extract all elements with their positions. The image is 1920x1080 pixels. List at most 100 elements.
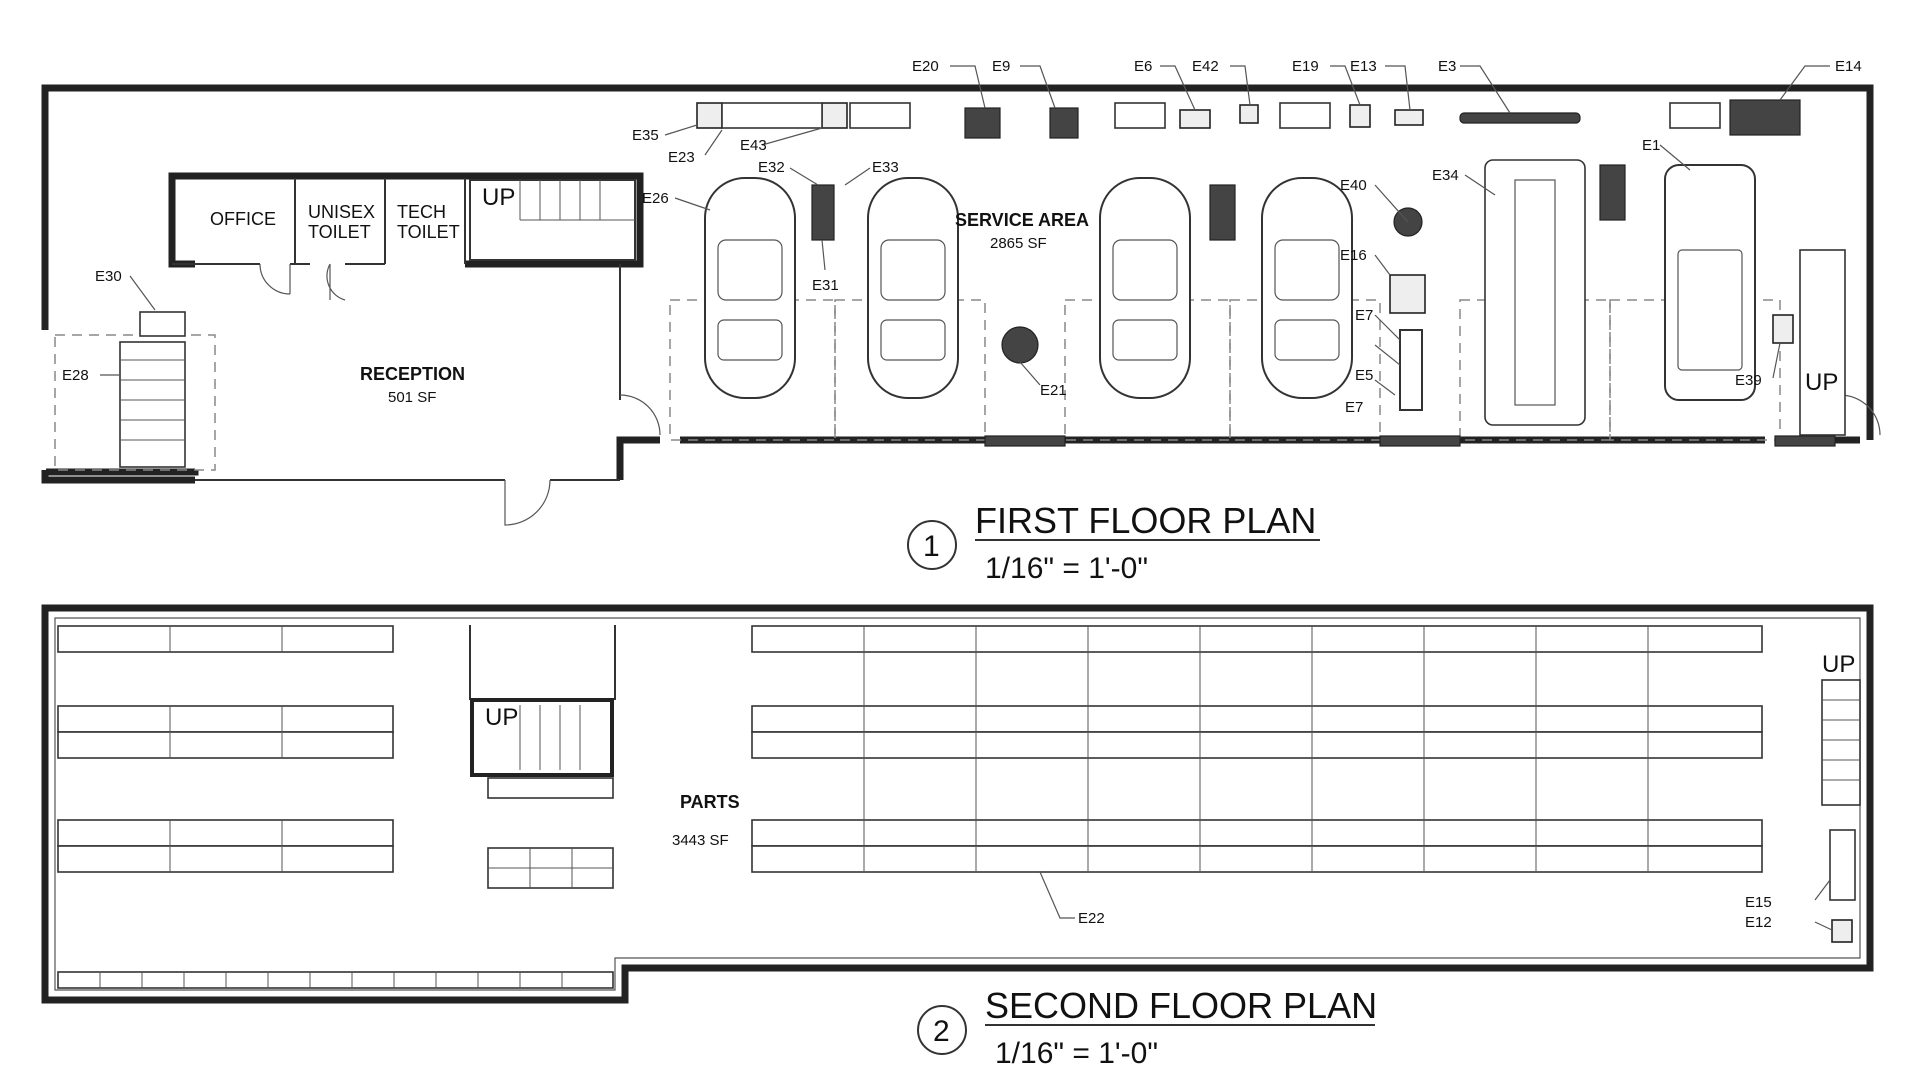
label-e12: E12 bbox=[1745, 914, 1772, 931]
unisex-toilet-label-1: UNISEX bbox=[308, 202, 375, 222]
vehicle-4 bbox=[1261, 177, 1353, 399]
equipment-e31 bbox=[811, 184, 835, 241]
equipment-callouts-floor1: E20 E9 E6 E42 E19 E13 E3 E14 E35 E23 E43… bbox=[62, 58, 1862, 416]
stairs-up-label: UP bbox=[482, 184, 515, 211]
equipment-e21 bbox=[1001, 326, 1039, 364]
office-door-swing bbox=[259, 263, 291, 295]
equipment-e39 bbox=[1772, 314, 1794, 344]
label-e34: E34 bbox=[1432, 167, 1459, 184]
equipment-e14 bbox=[1729, 99, 1801, 136]
reception-door-swing bbox=[504, 394, 661, 526]
label-e20: E20 bbox=[912, 58, 939, 75]
label-e7-a: E7 bbox=[1355, 307, 1373, 324]
second-floor-stairs-up-label: UP bbox=[485, 704, 518, 731]
equipment-e9 bbox=[1049, 107, 1079, 139]
equipment-callouts-floor2: E22 E15 E12 bbox=[1039, 871, 1833, 931]
first-floor-title-block: 1 FIRST FLOOR PLAN 1/16" = 1'-0" bbox=[907, 500, 1320, 585]
second-floor-scale: 1/16" = 1'-0" bbox=[995, 1037, 1158, 1070]
label-e1: E1 bbox=[1642, 137, 1660, 154]
equipment-e35 bbox=[696, 102, 723, 129]
first-floor-plan: OFFICE UNISEX TOILET TECH TOILET RECEPTI… bbox=[41, 58, 1881, 585]
second-floor-title: SECOND FLOOR PLAN bbox=[985, 985, 1377, 1026]
vehicle-5-truck bbox=[1664, 164, 1756, 401]
reception-label: RECEPTION bbox=[360, 364, 465, 384]
label-e39: E39 bbox=[1735, 372, 1762, 389]
storage-rack-east bbox=[1799, 249, 1846, 436]
second-floor-title-block: 2 SECOND FLOOR PLAN 1/16" = 1'-0" bbox=[917, 985, 1377, 1070]
label-e14: E14 bbox=[1835, 58, 1862, 75]
equipment-e42 bbox=[1239, 104, 1259, 124]
equipment-e14b bbox=[1599, 164, 1626, 221]
equipment-e20 bbox=[964, 107, 1001, 139]
equipment-e32 bbox=[1209, 184, 1236, 241]
equipment-e16 bbox=[1389, 274, 1426, 314]
equipment-e43 bbox=[821, 102, 848, 129]
label-e32-a: E32 bbox=[758, 159, 785, 176]
equipment-e5 bbox=[1399, 329, 1423, 411]
service-area-sf-label: 2865 SF bbox=[990, 235, 1047, 252]
label-e21: E21 bbox=[1040, 382, 1067, 399]
shelving-rows-west bbox=[57, 625, 394, 873]
label-e9: E9 bbox=[992, 58, 1010, 75]
label-e26: E26 bbox=[642, 190, 669, 207]
second-floor-inner-wall bbox=[54, 617, 1861, 991]
equipment-e13 bbox=[1394, 109, 1424, 126]
vehicle-3 bbox=[1099, 177, 1191, 399]
second-floor-number: 2 bbox=[933, 1015, 950, 1048]
shelving-e28 bbox=[119, 311, 186, 468]
lift-e34 bbox=[1484, 159, 1586, 426]
office-partitions bbox=[172, 178, 466, 265]
counter-mid bbox=[849, 102, 911, 129]
label-e23: E23 bbox=[668, 149, 695, 166]
reception-area-label: 501 SF bbox=[388, 389, 436, 406]
first-floor-title: FIRST FLOOR PLAN bbox=[975, 500, 1316, 541]
bay-outline-west bbox=[54, 334, 216, 471]
label-e35: E35 bbox=[632, 127, 659, 144]
first-floor-title-bubble bbox=[907, 520, 957, 570]
label-e6: E6 bbox=[1134, 58, 1152, 75]
vehicle-2 bbox=[867, 177, 959, 399]
parts-label: PARTS bbox=[680, 792, 740, 812]
second-floor-east-stair bbox=[1821, 679, 1861, 806]
equipment-e3 bbox=[1459, 112, 1581, 124]
label-e15: E15 bbox=[1745, 894, 1772, 911]
second-floor-plan: PARTS 3443 SF UP UP E22 E15 E12 2 SECOND… bbox=[41, 604, 1874, 1070]
unisex-toilet-label-2: TOILET bbox=[308, 222, 371, 242]
label-e13: E13 bbox=[1350, 58, 1377, 75]
counter-east-3 bbox=[1669, 102, 1721, 129]
second-floor-central-stair bbox=[469, 625, 616, 889]
tech-toilet-label-2: TOILET bbox=[397, 222, 460, 242]
first-floor-scale: 1/16" = 1'-0" bbox=[985, 552, 1148, 585]
counter-west bbox=[721, 102, 823, 129]
equipment-e15 bbox=[1829, 829, 1856, 901]
parts-area-label: 3443 SF bbox=[672, 832, 729, 849]
vehicle-1 bbox=[704, 177, 796, 399]
first-floor-west-wall-lower bbox=[41, 470, 195, 484]
label-e33: E33 bbox=[872, 159, 899, 176]
label-e3: E3 bbox=[1438, 58, 1456, 75]
second-floor-title-bubble bbox=[917, 1005, 967, 1055]
equipment-e19 bbox=[1349, 104, 1371, 128]
label-e16: E16 bbox=[1340, 247, 1367, 264]
equipment-e12 bbox=[1831, 919, 1853, 943]
label-e19: E19 bbox=[1292, 58, 1319, 75]
second-floor-east-up-label: UP bbox=[1822, 651, 1855, 678]
label-e22: E22 bbox=[1078, 910, 1105, 927]
garage-door-1 bbox=[984, 435, 1066, 447]
toilet-door-swing bbox=[326, 263, 346, 301]
shelving-rows-east bbox=[751, 625, 1763, 873]
label-e7-b: E7 bbox=[1345, 399, 1363, 416]
side-door-swing bbox=[1839, 394, 1881, 436]
garage-door-3 bbox=[1774, 435, 1836, 447]
counter-east-2 bbox=[1279, 102, 1331, 129]
tech-toilet-label-1: TECH bbox=[397, 202, 446, 222]
label-e28: E28 bbox=[62, 367, 89, 384]
stairs-up-label-east: UP bbox=[1805, 369, 1838, 396]
office-label: OFFICE bbox=[210, 209, 276, 229]
label-e43: E43 bbox=[740, 137, 767, 154]
label-e5: E5 bbox=[1355, 367, 1373, 384]
garage-door-2 bbox=[1379, 435, 1461, 447]
second-floor-exterior-wall bbox=[41, 604, 1874, 1004]
counter-east-1 bbox=[1114, 102, 1166, 129]
